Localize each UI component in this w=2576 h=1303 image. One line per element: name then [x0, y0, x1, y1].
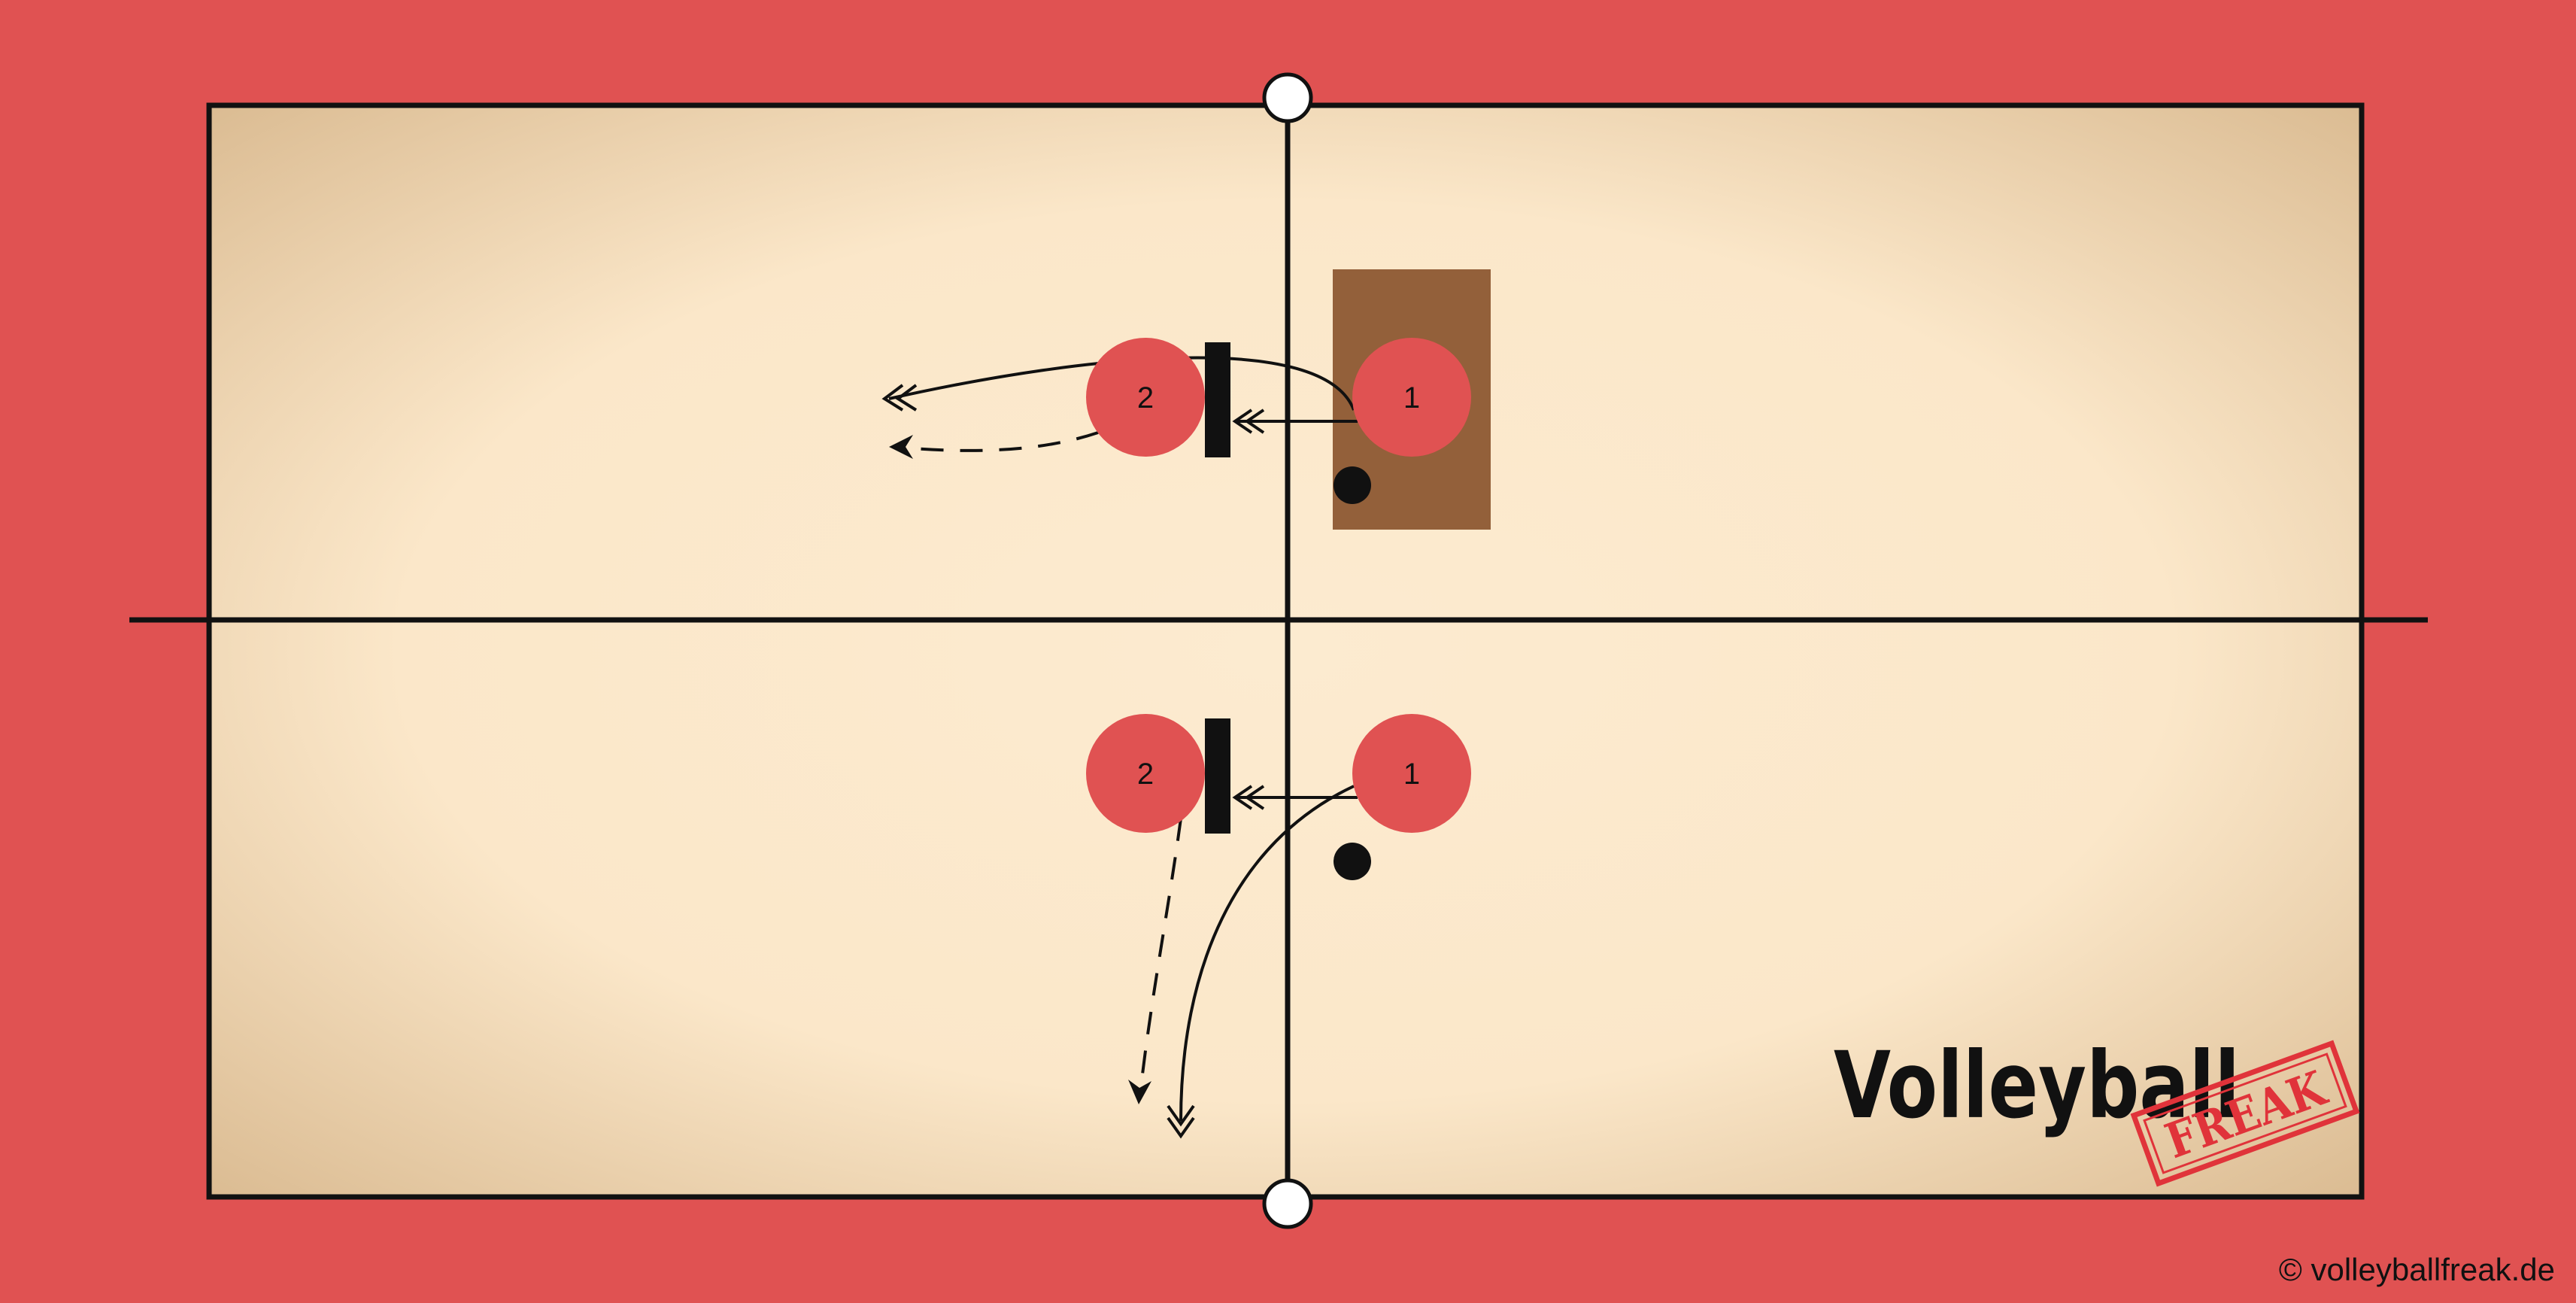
player-2-label: 2: [1137, 758, 1154, 791]
ball-icon: [1334, 466, 1371, 504]
double-arrowhead: [1232, 785, 1265, 810]
player-1-marker: [1352, 338, 1471, 457]
bottom-drill: 2 1: [1086, 714, 1471, 1139]
player-2-label: 2: [1137, 381, 1154, 415]
dashed-move-path: [1139, 818, 1182, 1088]
player-2-marker: [1086, 338, 1205, 457]
ball-icon: [1334, 843, 1371, 880]
logo-brand-text: Volleyball: [1834, 1032, 2240, 1139]
player-2-marker: [1086, 714, 1205, 833]
arrowhead: [1128, 1080, 1151, 1104]
player-1-marker: [1352, 714, 1471, 833]
block-bar-icon: [1205, 342, 1230, 457]
double-arrowhead: [1232, 409, 1265, 434]
arrowhead: [889, 435, 913, 459]
top-drill: 2 1: [881, 338, 1471, 504]
run-path: [1179, 785, 1355, 1122]
double-arrowhead: [1167, 1104, 1195, 1139]
copyright-credit: © volleyballfreak.de: [2278, 1252, 2555, 1287]
dashed-move-path: [902, 431, 1099, 452]
player-1-label: 1: [1403, 758, 1420, 791]
net-post-icon: [1262, 1178, 1313, 1229]
block-bar-icon: [1205, 718, 1230, 834]
player-1-label: 1: [1403, 381, 1420, 415]
double-arrowhead: [881, 384, 918, 412]
net-post-icon: [1262, 72, 1313, 123]
